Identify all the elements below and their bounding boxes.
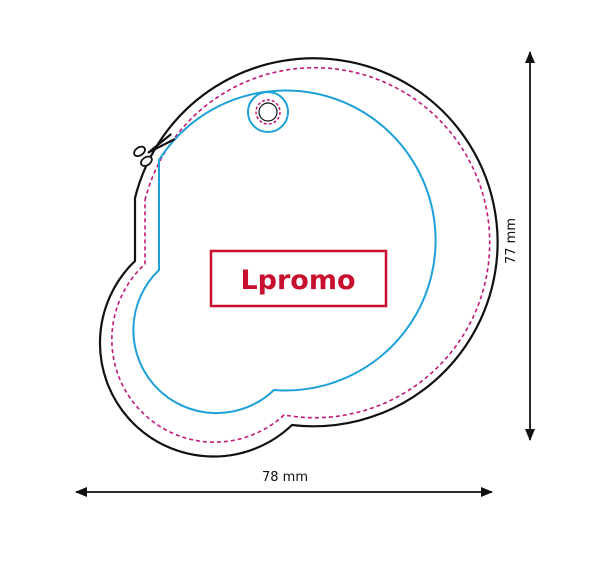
safe-zone-outline (111, 66, 491, 443)
logo-text: Lpromo (240, 265, 355, 296)
height-dimension: 77 mm (504, 51, 535, 441)
hole-icon (247, 91, 289, 133)
logo: Lpromo (209, 249, 388, 308)
height-label: 77 mm (504, 218, 519, 264)
logo-frame (209, 249, 388, 308)
scissors-icon (133, 133, 176, 167)
width-dimension: 78 mm (75, 470, 493, 497)
bleed-outline (132, 89, 437, 415)
width-label: 78 mm (262, 470, 308, 485)
